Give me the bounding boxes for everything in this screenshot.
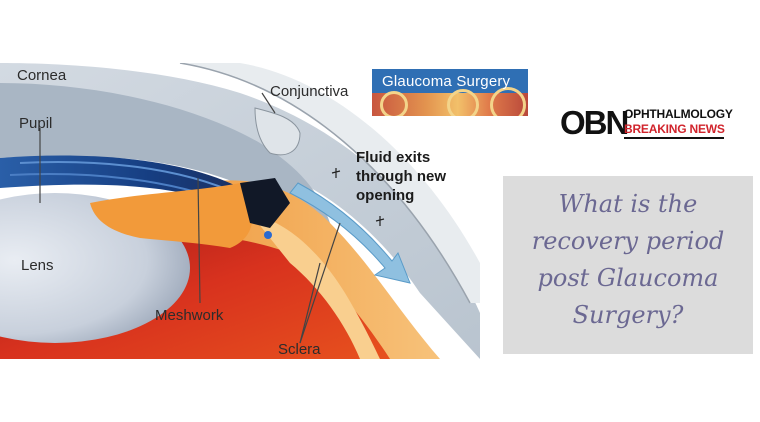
obn-logo-mark: OBN [560, 104, 629, 141]
obn-logo: OBN OPHTHALMOLOGY BREAKING NEWS [560, 105, 735, 141]
fluid-label-line1: Fluid exits [356, 149, 431, 166]
question-line-2: recovery period [531, 227, 725, 255]
sclera-label: Sclera [278, 341, 321, 358]
meshwork-label: Meshwork [155, 307, 224, 324]
question-line-3: post Glaucoma [537, 264, 719, 292]
banner-ring-1 [380, 91, 408, 116]
fluid-label-line3: opening [356, 187, 415, 204]
eye-illustration [0, 63, 480, 359]
fluid-label-line2: through new [356, 168, 446, 185]
fluid-arrow [289, 182, 411, 284]
question-text: What is the recovery period post Glaucom… [503, 186, 753, 334]
banner-ring-3 [490, 87, 526, 116]
obn-logo-line1: OPHTHALMOLOGY [624, 107, 733, 121]
lens-label: Lens [21, 257, 54, 274]
glaucoma-eye-diagram: Cornea Pupil Lens Conjunctiva Fluid exit… [0, 63, 480, 359]
conjunctiva-flap [254, 107, 301, 156]
banner-ring-2 [447, 89, 479, 116]
outer-sclera-edge [180, 63, 480, 303]
cornea-label: Cornea [17, 67, 67, 84]
obn-logo-line2: BREAKING NEWS [624, 122, 725, 136]
obn-logo-underline [624, 137, 724, 139]
meshwork-region [90, 183, 253, 248]
glaucoma-surgery-banner: Glaucoma Surgery [372, 69, 528, 116]
conjunctiva-label: Conjunctiva [270, 83, 349, 100]
anterior-chamber [0, 83, 330, 223]
iris-band [0, 155, 250, 213]
banner-title: Glaucoma Surgery [382, 73, 511, 90]
question-box: What is the recovery period post Glaucom… [503, 176, 753, 354]
question-line-4: Surgery? [572, 301, 684, 329]
pupil-label: Pupil [19, 115, 53, 132]
question-line-1: What is the [558, 190, 698, 218]
